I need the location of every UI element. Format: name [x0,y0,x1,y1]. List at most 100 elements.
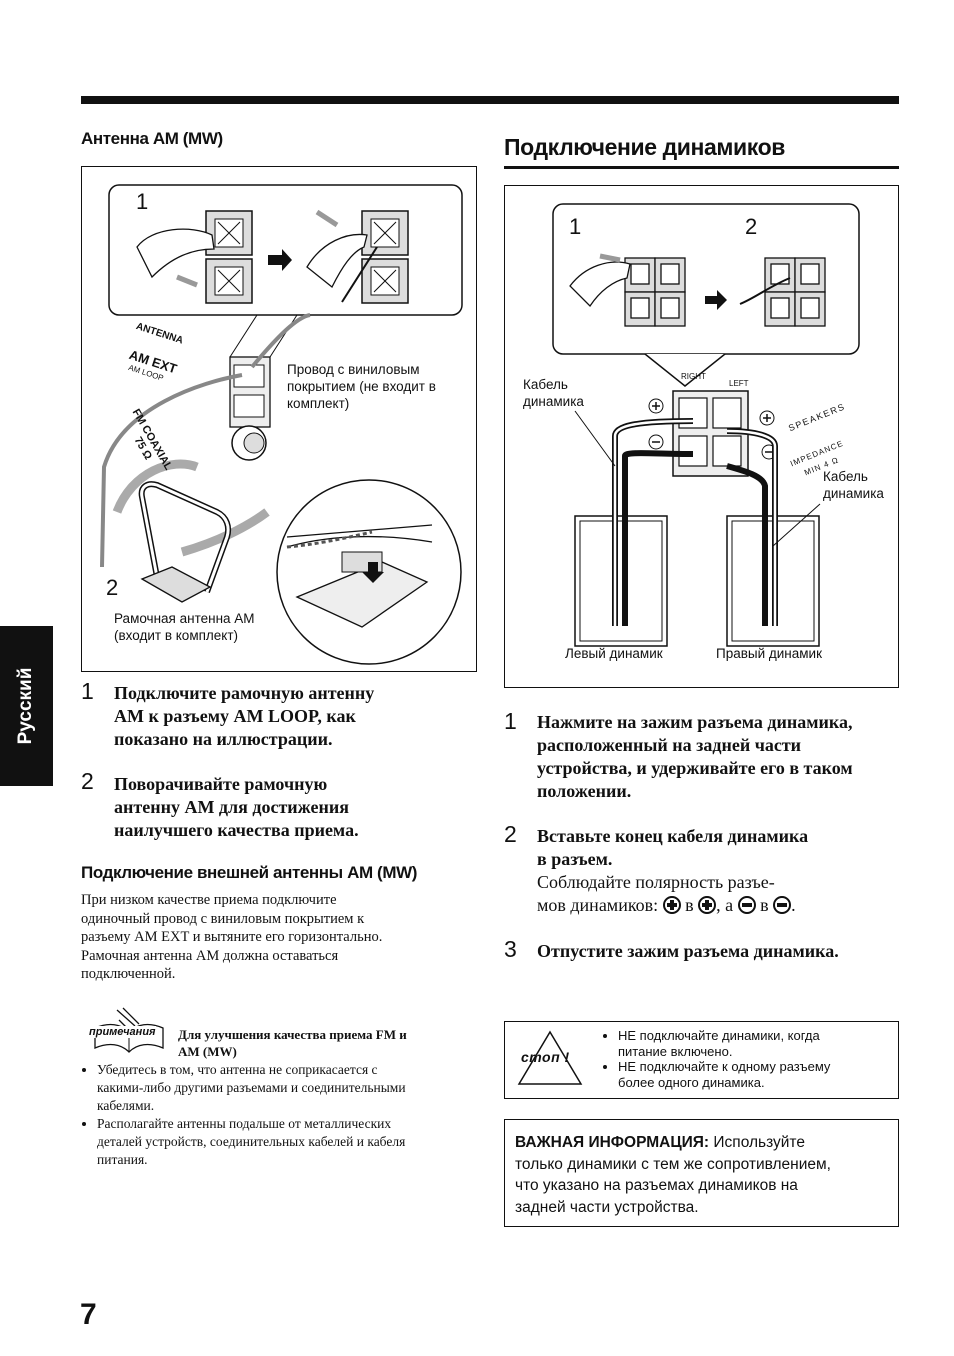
minus-circle-icon [737,896,756,914]
right-step-2-number: 2 [504,821,517,847]
step-line: наилучшего качества приема. [114,820,359,840]
am-antenna-heading: Антенна AM (MW) [81,129,223,148]
speakers-heading-rule [504,166,899,169]
warning-line: НЕ подключайте к одному разъему [618,1059,831,1074]
step-line: AM к разъему AM LOOP, как [114,706,356,726]
cable-label-line: Кабель [823,469,868,484]
wire-label-line: покрытием (не входит в [287,379,436,394]
left-step-2-text: Поворачивайте рамочную антенну AM для до… [114,773,359,842]
wire-label: Провод с виниловым покрытием (не входит … [287,361,436,412]
important-title: ВАЖНАЯ ИНФОРМАЦИЯ: [515,1134,710,1151]
left-step-1-text: Подключите рамочную антенну AM к разъему… [114,682,374,751]
plus-circle-icon [662,896,681,914]
note-list: Убедитесь в том, что антенна не соприкас… [81,1061,481,1169]
speakers-figure: 1 2 Кабель динамика Кабель динамика RIGH… [504,185,899,688]
warning-icon-label: стоп ! [521,1049,570,1065]
important-text: что указано на разъемах динамиков на [515,1177,798,1194]
paragraph-line: Рамочная антенна AM должна оставаться [81,947,339,964]
figure-step-1: 1 [136,189,149,214]
step-line: Нажмите на зажим разъема динамика, [537,712,853,732]
warning-box: стоп ! НЕ подключайте динамики, когда пи… [504,1021,899,1099]
paragraph-line: разъему AM EXT и вытяните его горизонтал… [81,929,383,945]
warning-line: питание включено. [618,1043,733,1059]
warning-line: НЕ подключайте динамики, когда [618,1028,820,1043]
left-step-2-number: 2 [81,768,94,794]
cable-label-line: динамика [523,394,584,409]
note-title-line: Для улучшения качества приема FM и [178,1027,407,1042]
figure-step-2: 2 [106,575,119,600]
note-line: Располагайте антенны подальше от металли… [97,1116,392,1131]
step-line: положении. [537,781,632,801]
left-step-1-number: 1 [81,678,94,704]
right-step-3-number: 3 [504,936,517,962]
left-speaker-label: Левый динамик [565,646,663,661]
paragraph-line: подключенной. [81,966,176,982]
polarity-text: в [685,895,694,915]
warning-list: НЕ подключайте динамики, когда питание в… [594,1028,894,1090]
external-antenna-paragraph: При низком качестве приема подключите од… [81,891,382,984]
note-line: питания. [97,1152,148,1167]
step-line: Поворачивайте рамочную [114,774,328,794]
wire-label-line: комплект) [287,396,350,411]
polarity-text: в [760,895,769,915]
step-line: устройства, и удерживайте его в таком [537,758,853,778]
note-line: Убедитесь в том, что антенна не соприкас… [97,1062,378,1077]
polarity-line: Соблюдайте полярность разъе- [537,872,775,892]
important-line-1: ВАЖНАЯ ИНФОРМАЦИЯ: Используйте [515,1132,888,1154]
note-title: Для улучшения качества приема FM и AM (M… [178,1026,407,1060]
note-line: кабелями. [97,1098,155,1113]
right-step-2-text: Вставьте конец кабеля динамика в разъем.… [537,825,808,917]
note-icon-label: примечания [89,1026,156,1038]
warning-line: более одного динамика. [618,1074,765,1090]
paragraph-line: При низком качестве приема подключите [81,892,337,908]
speakers-illustration [552,203,860,647]
right-speaker-label: Правый динамик [716,646,822,661]
right-step-1-number: 1 [504,708,517,734]
am-antenna-figure: 1 2 ANTENNA AM EXT AM LOOP FM COAXIAL 75… [81,166,477,672]
note-item: Располагайте антенны подальше от металли… [97,1115,481,1169]
wire-label-line: Провод с виниловым [287,362,420,377]
note-icon: примечания [89,1006,174,1058]
cable-label-line: динамика [823,486,884,501]
loop-label-line: Рамочная антенна AM [114,611,255,626]
plus-circle-icon [698,896,717,914]
step-line: Вставьте конец кабеля динамика [537,826,809,846]
note-line: деталей устройств, соединительных кабеле… [97,1134,406,1149]
external-antenna-heading: Подключение внешней антенны AM (MW) [81,863,417,882]
minus-circle-icon [773,896,792,914]
step-line: антенну AM для достижения [114,797,349,817]
note-item: Убедитесь в том, что антенна не соприкас… [97,1061,481,1115]
step-line: расположенный на задней части [537,735,802,755]
polarity-text: . [791,895,796,915]
figure-step-2: 2 [745,214,758,239]
important-text: только динамики с тем же сопротивлением, [515,1155,831,1173]
am-antenna-illustration [100,184,463,665]
step-line: в разъем. [537,849,613,869]
note-line: какими-либо другими разъемами и соединит… [97,1080,406,1095]
right-step-3-text: Отпустите зажим разъема динамика. [537,940,839,963]
cable-label-right: Кабель динамика [823,468,884,502]
polarity-text: мов динамиков: [537,895,659,915]
language-tab-label: Русский [15,667,36,745]
important-text: задней части устройства. [515,1198,699,1216]
important-box: ВАЖНАЯ ИНФОРМАЦИЯ: Используйте только ди… [504,1119,899,1227]
right-step-1-text: Нажмите на зажим разъема динамика, распо… [537,711,853,803]
important-text: Используйте [713,1134,805,1151]
warning-item: НЕ подключайте динамики, когда питание в… [618,1028,894,1059]
paragraph-line: одиночный провод с виниловым покрытием к [81,910,365,927]
step-line: показано на иллюстрации. [114,729,333,749]
top-rule [81,96,899,104]
cable-label-line: Кабель [523,377,568,392]
step-line: Подключите рамочную антенну [114,683,375,703]
figure-step-1: 1 [569,214,582,239]
loop-antenna-label: Рамочная антенна AM (входит в комплект) [114,610,255,644]
polarity-text: , а [716,895,734,915]
language-tab: Русский [0,626,53,786]
polarity-line-2: мов динамиков: в , а в . [537,894,808,917]
loop-label-line: (входит в комплект) [114,628,239,643]
warning-item: НЕ подключайте к одному разъему более од… [618,1059,894,1090]
label-left: LEFT [729,379,749,388]
caution-triangle-icon [517,1030,583,1085]
speakers-heading: Подключение динамиков [504,134,785,160]
page-number: 7 [80,1298,97,1331]
